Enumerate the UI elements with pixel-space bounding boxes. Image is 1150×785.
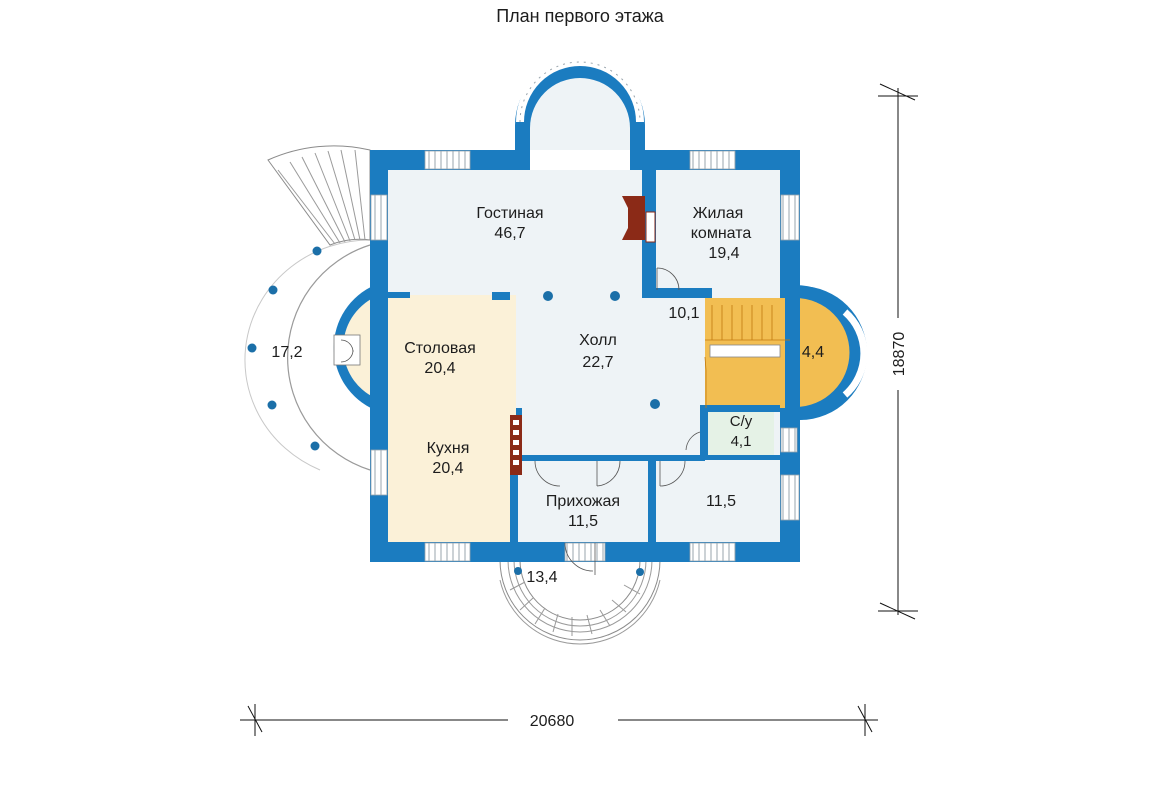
staircase: [704, 305, 790, 408]
porch: 13,4: [499, 559, 661, 645]
bedroom-area: 19,4: [708, 245, 739, 262]
top-bay: [515, 58, 645, 150]
hall-columns: [543, 291, 660, 409]
porch-area: 13,4: [526, 569, 557, 586]
width-dimension-label: 20680: [530, 713, 575, 730]
windows: [370, 150, 800, 562]
fireplaces: [510, 196, 656, 475]
dining-room-name: Столовая: [404, 340, 476, 357]
right-bay: [795, 285, 868, 420]
bedroom-name-line2: комната: [691, 225, 752, 242]
wc-area: 4,1: [731, 433, 752, 450]
wc-name: С/у: [730, 413, 753, 430]
terrace-area: 17,2: [271, 344, 302, 361]
entry-name: Прихожая: [546, 493, 620, 510]
terrace-steps: [267, 145, 371, 246]
left-terrace: 17,2: [244, 145, 371, 471]
height-dimension-label: 18870: [891, 332, 908, 377]
kitchen-name: Кухня: [427, 440, 470, 457]
kitchen-area: 20,4: [432, 460, 463, 477]
dining-room-area: 20,4: [424, 360, 455, 377]
stair-area: 4,4: [802, 344, 824, 361]
bedroom-name-line1: Жилая: [693, 205, 744, 222]
hall-area: 22,7: [582, 354, 613, 371]
room-bottom-right-area: 11,5: [706, 493, 736, 510]
hall-name: Холл: [579, 332, 617, 349]
living-room-name: Гостиная: [476, 205, 543, 222]
living-room-area: 46,7: [494, 225, 525, 242]
hall-extra-area: 10,1: [668, 305, 699, 322]
plan-title: План первого этажа: [496, 6, 665, 26]
entry-area: 11,5: [568, 513, 598, 530]
room-labels: Гостиная 46,7 Жилая комната 19,4 Столова…: [404, 205, 824, 530]
doors: [333, 267, 701, 575]
